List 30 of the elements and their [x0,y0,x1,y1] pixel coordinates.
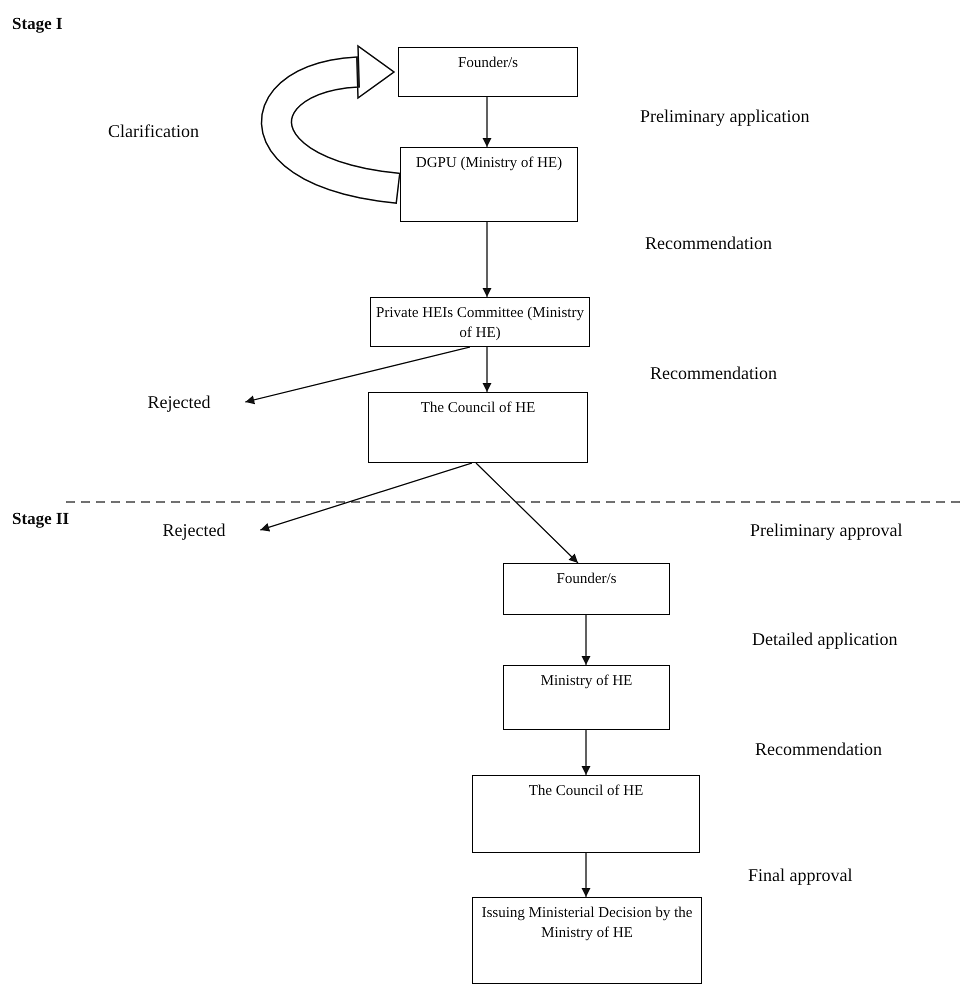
step-label: Detailed application [752,630,898,648]
arrow [260,462,472,532]
outcome-text: Rejected [143,516,245,544]
process-box: DGPU (Ministry of HE) [400,147,578,222]
stage-heading: Stage II [12,509,70,529]
step-label: Preliminary approval [750,521,902,539]
arrow [482,97,492,147]
step-label: Clarification [108,122,199,140]
arrow [476,462,578,564]
step-label: Final approval [748,866,852,884]
process-box: Issuing Ministerial Decision by the Ministry of HE [472,897,702,984]
arrow [245,346,470,404]
arrow [582,730,590,775]
curved-block-arrow [260,44,401,204]
arrow [582,853,590,897]
process-box: The Council of HE [368,392,588,463]
step-label: Preliminary application [640,107,810,125]
arrow [482,222,492,297]
step-label: Recommendation [645,234,772,252]
step-label: Recommendation [650,364,777,382]
process-box: Private HEIs Committee (Ministry of HE) [370,297,590,347]
arrow [482,347,492,392]
arrow [582,615,590,665]
stage-heading: Stage I [12,14,63,34]
outcome-text: Rejected [128,388,230,416]
process-box: The Council of HE [472,775,700,853]
process-box: Ministry of HE [503,665,670,730]
process-box: Founder/s [398,47,578,97]
step-label: Recommendation [755,740,882,758]
process-box: Founder/s [503,563,670,615]
